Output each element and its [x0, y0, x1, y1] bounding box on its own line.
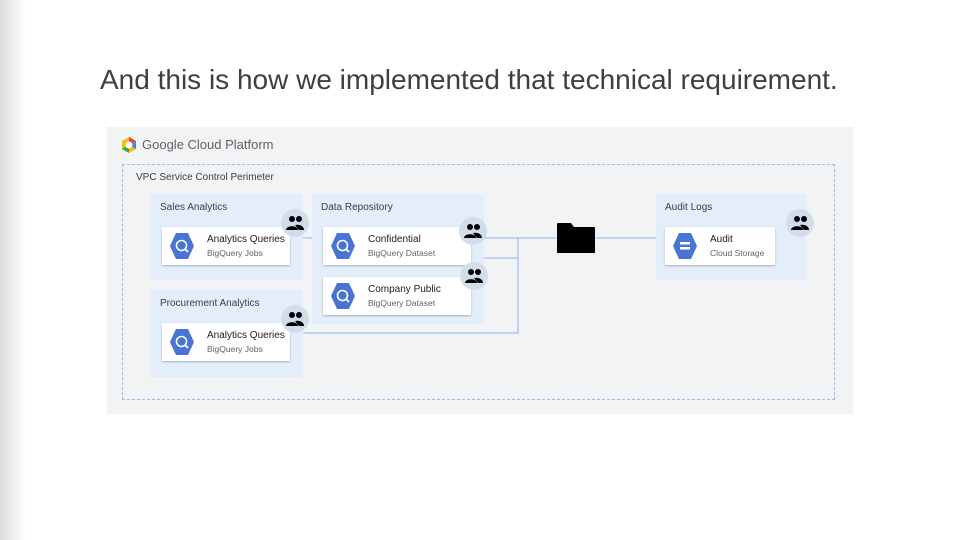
bigquery-icon: [170, 329, 194, 355]
people-group-icon: [281, 209, 309, 237]
bigquery-icon: [331, 283, 355, 309]
card-subtitle: BigQuery Dataset: [368, 298, 436, 308]
sales-analytics-label: Sales Analytics: [160, 202, 228, 213]
folder-icon: [557, 223, 595, 253]
audit-logs-label: Audit Logs: [665, 202, 713, 213]
procurement-analytics-queries-card[interactable]: Analytics Queries BigQuery Jobs: [162, 323, 290, 361]
card-title: Analytics Queries: [207, 234, 285, 245]
confidential-dataset-card[interactable]: Confidential BigQuery Dataset: [323, 227, 471, 265]
slide-title: And this is how we implemented that tech…: [100, 64, 838, 95]
vpc-perimeter-label: VPC Service Control Perimeter: [136, 172, 274, 183]
card-title: Audit: [710, 234, 733, 245]
cloud-storage-icon: [673, 233, 697, 259]
people-group-icon: [786, 209, 814, 237]
procurement-analytics-label: Procurement Analytics: [160, 298, 260, 309]
vpc-perimeter-boundary: [122, 164, 835, 400]
left-edge-shadow: [0, 0, 26, 540]
data-repository-label: Data Repository: [321, 202, 393, 213]
bigquery-icon: [331, 233, 355, 259]
card-subtitle: BigQuery Dataset: [368, 248, 436, 258]
company-public-dataset-card[interactable]: Company Public BigQuery Dataset: [323, 277, 471, 315]
google-cloud-platform-label: Google Cloud Platform: [142, 137, 274, 152]
people-group-icon: [459, 217, 487, 245]
card-subtitle: BigQuery Jobs: [207, 248, 263, 258]
people-group-icon: [460, 262, 488, 290]
bigquery-icon: [170, 233, 194, 259]
card-subtitle: BigQuery Jobs: [207, 344, 263, 354]
sales-analytics-queries-card[interactable]: Analytics Queries BigQuery Jobs: [162, 227, 290, 265]
audit-storage-card[interactable]: Audit Cloud Storage: [665, 227, 775, 265]
card-title: Analytics Queries: [207, 330, 285, 341]
card-subtitle: Cloud Storage: [710, 248, 765, 258]
card-title: Company Public: [368, 284, 441, 295]
card-title: Confidential: [368, 234, 421, 245]
google-cloud-logo-icon: [122, 137, 136, 153]
people-group-icon: [281, 305, 309, 333]
